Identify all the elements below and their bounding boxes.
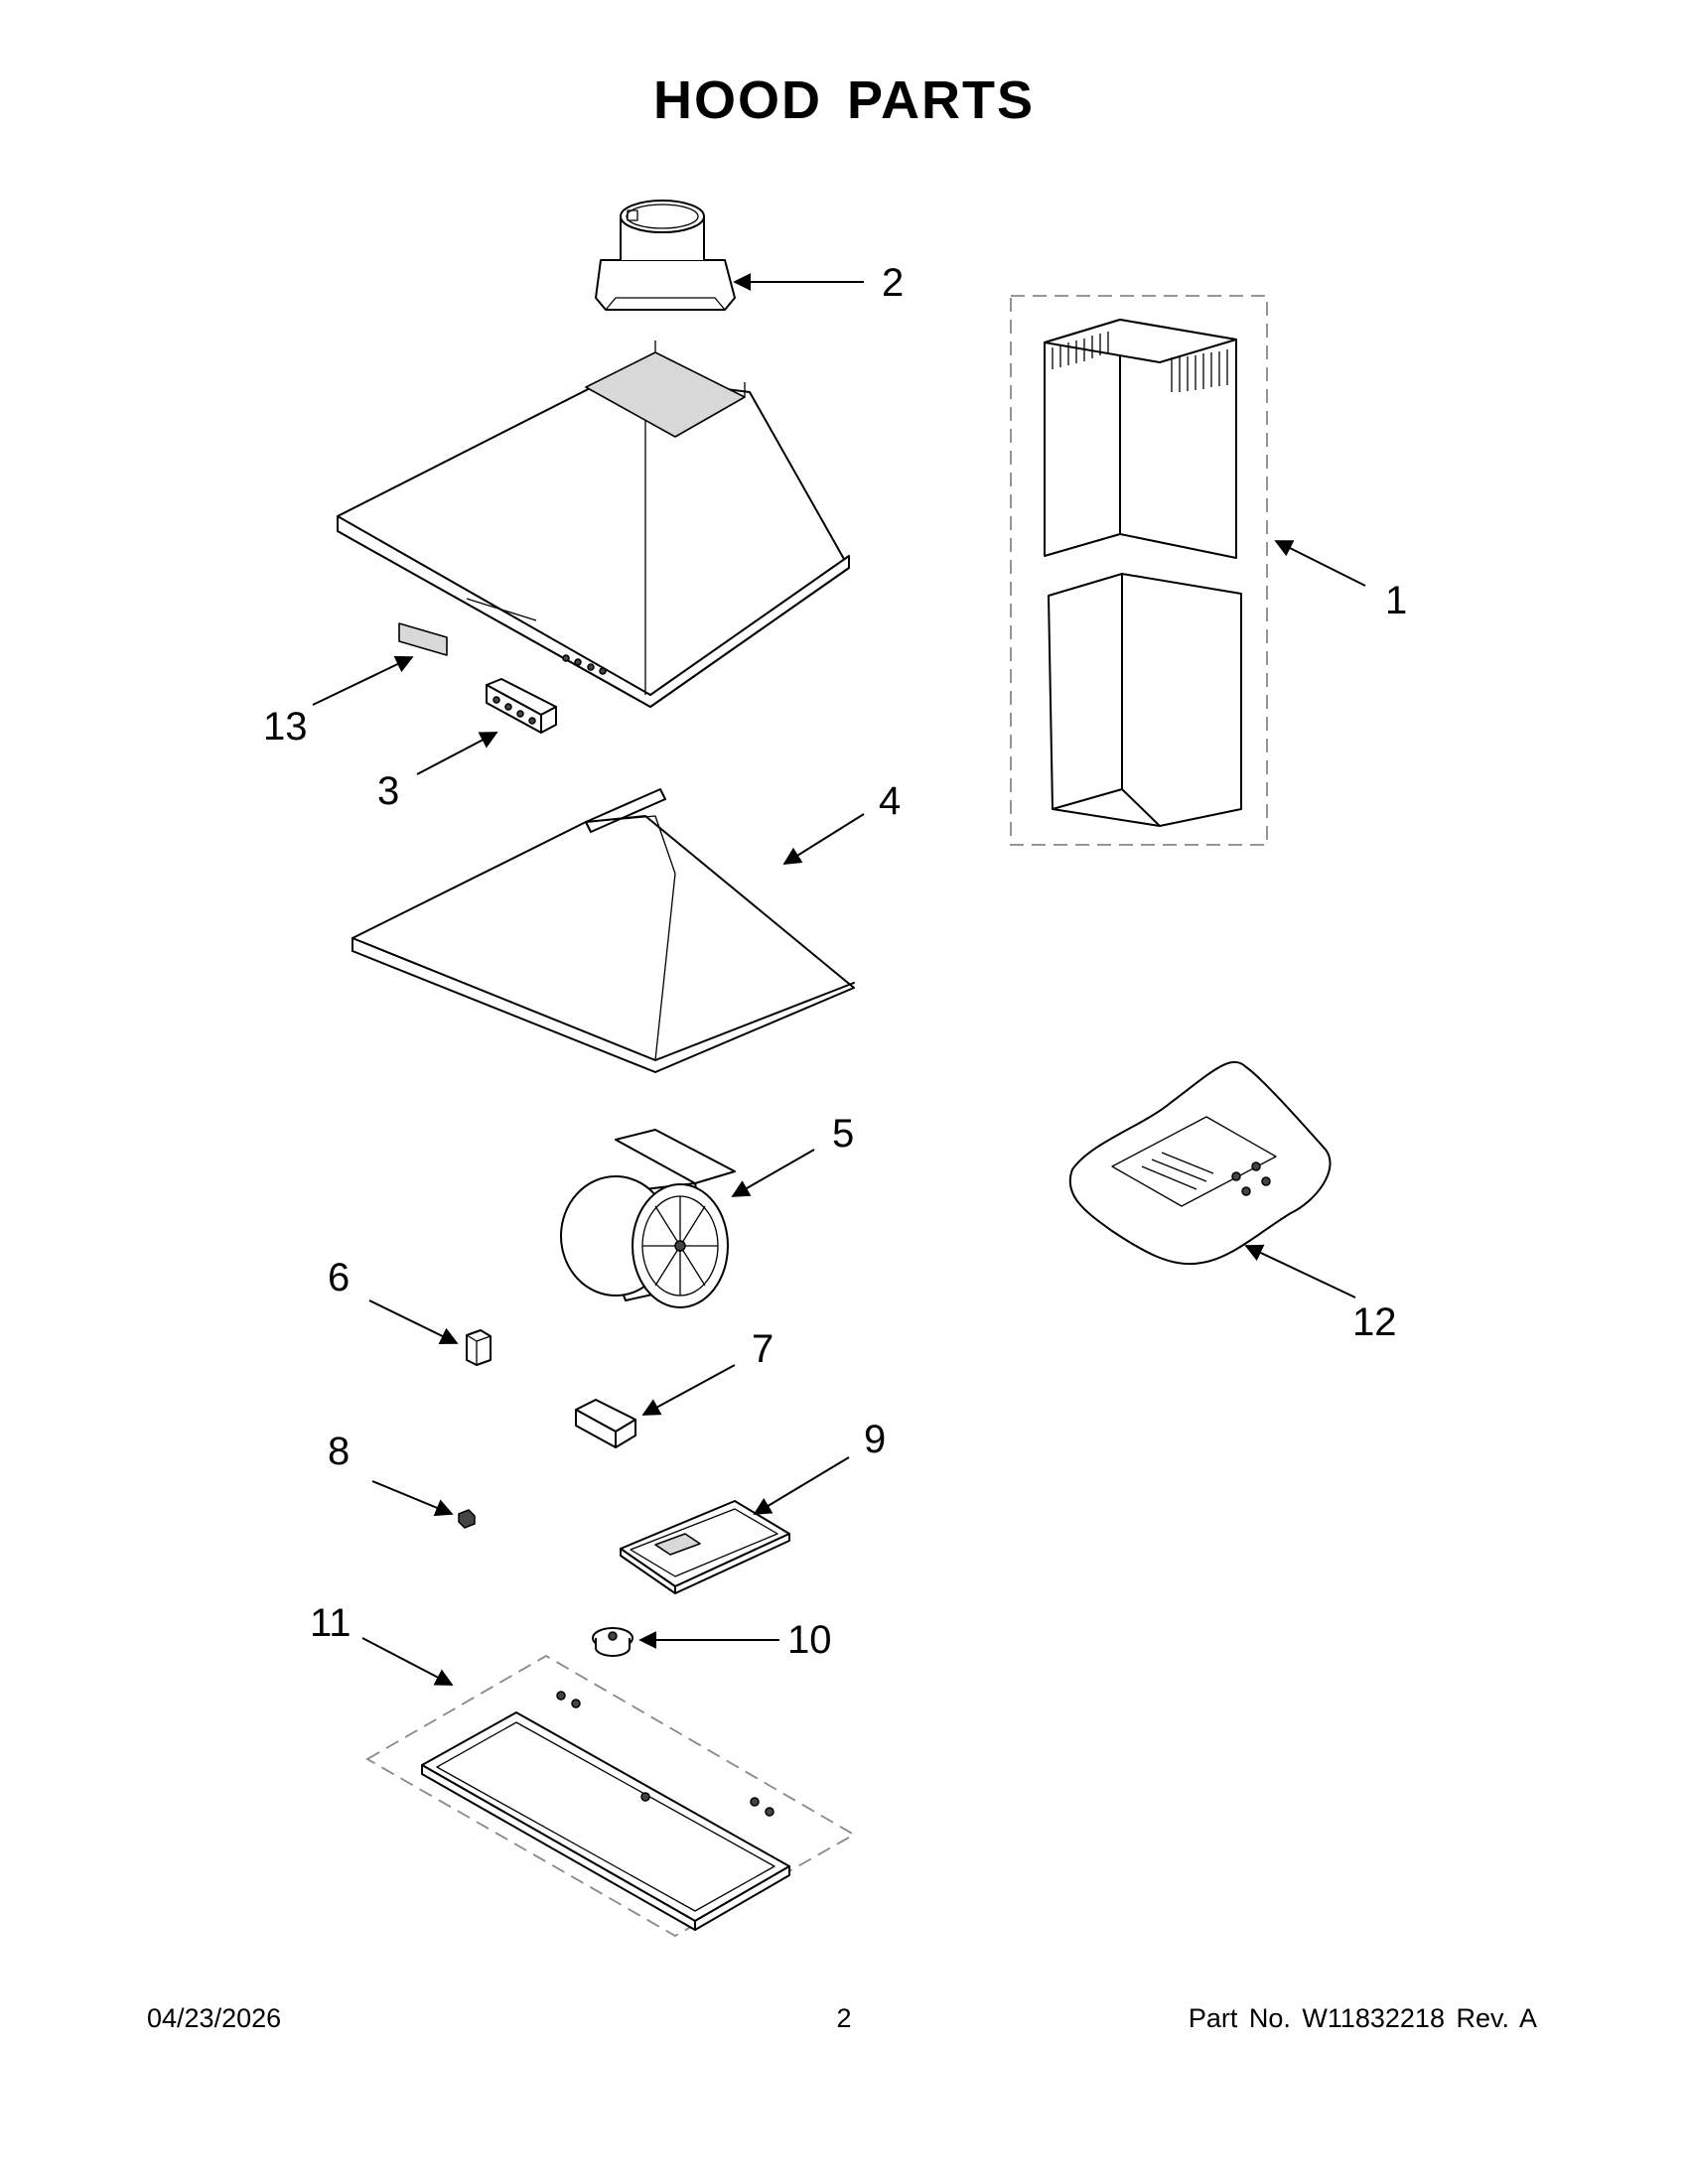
footer-part-number: Part No. W11832218 Rev. A [1188,2003,1537,2033]
part-9-filter [620,1500,790,1594]
part-7-driver [575,1399,636,1448]
footer-date: 04/23/2026 [147,2003,282,2033]
callout-labels: 1 2 3 4 5 6 7 8 9 10 11 12 13 [263,261,1407,1662]
part-5-blower [560,1129,736,1308]
part-1-chimney-covers [1010,295,1268,846]
part-6-capacitor [466,1329,492,1366]
part-2-duct-collar [595,200,736,311]
callout-7: 7 [752,1327,774,1371]
callout-2: 2 [882,261,904,305]
footer-page-number: 2 [836,2003,852,2033]
callout-6: 6 [328,1256,350,1299]
callout-4: 4 [879,779,901,823]
callout-12: 12 [1352,1300,1397,1344]
callout-10: 10 [787,1618,832,1662]
callout-arrows [312,273,1366,1686]
part-13-label [398,622,448,656]
callout-3: 3 [377,769,399,813]
callout-13: 13 [263,705,308,749]
part-3-control-module [486,678,557,734]
callout-9: 9 [864,1418,886,1461]
part-8-switch [458,1509,476,1529]
callout-1: 1 [1385,579,1407,622]
page-title: HOOD PARTS [652,70,1035,130]
part-11-bottom-panel [365,1654,856,1938]
callout-11: 11 [310,1601,352,1645]
callout-5: 5 [832,1112,854,1156]
callout-8: 8 [328,1430,350,1473]
hood-body [337,341,850,708]
part-12-hardware-bag [1068,1061,1332,1266]
part-10-light [592,1627,633,1657]
part-4-canopy [352,788,855,1073]
